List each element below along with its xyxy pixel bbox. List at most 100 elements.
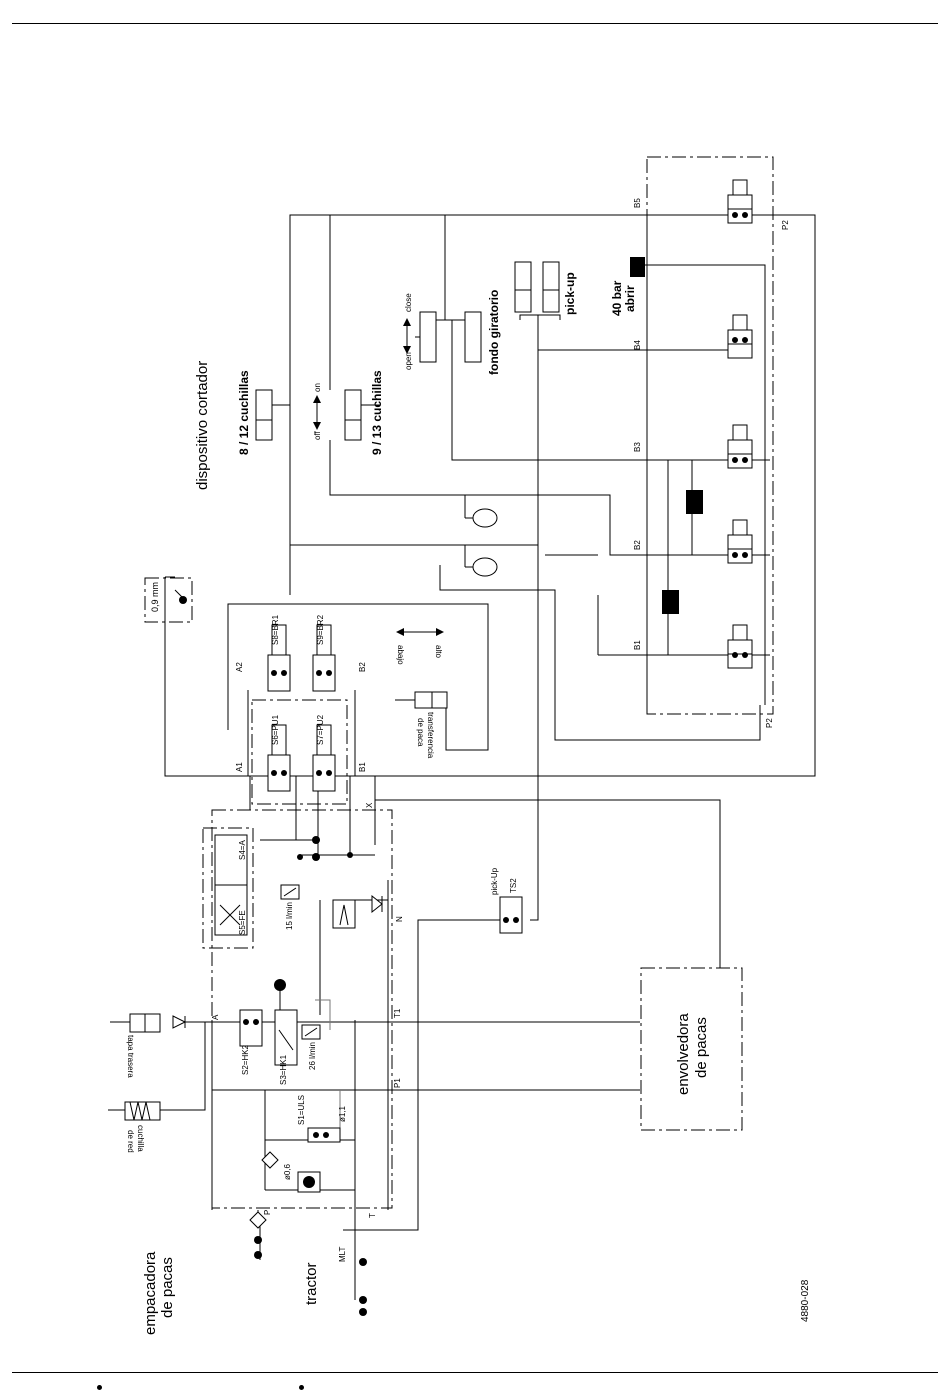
s6-pu1-label: S6=PU1 <box>271 714 280 745</box>
port-a: A <box>211 1014 220 1020</box>
cutter-device-label: dispositivo cortador <box>194 361 211 490</box>
port-p2-top: P2 <box>781 220 790 230</box>
valve-b5 <box>727 179 753 224</box>
port-p2-bottom: P2 <box>765 718 774 728</box>
tapa-trasera-label: tapa trasera <box>126 1035 135 1078</box>
port-b2: B2 <box>633 540 642 550</box>
port-b3: B3 <box>633 442 642 452</box>
phi-11-label: ø1,1 <box>338 1105 347 1122</box>
valve-b3 <box>727 424 753 469</box>
bottom-rule <box>12 1372 938 1373</box>
port-b1: B1 <box>633 640 642 650</box>
node-hk <box>274 979 286 991</box>
flow-valve-26 <box>301 1024 321 1040</box>
accumulators <box>464 495 498 577</box>
envolvedora-label-1: envolvedora <box>675 1013 692 1095</box>
port-a2: A2 <box>235 662 244 672</box>
coupler-p-1 <box>254 1236 262 1244</box>
tractor-label: tractor <box>303 1262 320 1305</box>
flow-valve-15 <box>280 884 300 900</box>
empacadora-label-2: de pacas <box>159 1257 176 1318</box>
pipe-network <box>160 214 816 1300</box>
valve-s2-hk2 <box>239 1009 263 1047</box>
coupler-t-1 <box>359 1258 367 1266</box>
ts2-label: TS2 <box>509 878 518 893</box>
on-label: on <box>313 383 322 392</box>
coupler-p-2 <box>254 1251 262 1259</box>
valve-ts2 <box>499 896 523 934</box>
s5-s4-sub-group <box>202 827 254 949</box>
port-t: T <box>368 1213 377 1218</box>
envolvedora-box <box>640 967 743 1131</box>
pickup-cyl-label: pick-up <box>563 272 577 315</box>
check-valve-40bar <box>630 257 645 277</box>
valve-s9-br2 <box>312 624 336 692</box>
coupler-t-2 <box>359 1296 367 1304</box>
off-label: off <box>313 430 322 440</box>
valve-s8-br1 <box>267 624 291 692</box>
open-label: open <box>404 352 413 370</box>
empacadora-label-1: empacadora <box>142 1251 159 1335</box>
orifice-box <box>144 577 193 623</box>
return-lines <box>315 999 341 1130</box>
cyl-8-12-label: 8 / 12 cuchillas <box>237 370 251 455</box>
port-b5: B5 <box>633 198 642 208</box>
upper-valve-group <box>251 699 348 805</box>
valve-s5-s4 <box>214 834 248 936</box>
valve-b1 <box>727 624 753 669</box>
valve-s3-hk1 <box>274 1009 298 1066</box>
transferencia-label-2: de paca <box>416 718 425 747</box>
s9-br2-label: S9=BR2 <box>316 614 325 645</box>
footer-bullet-2 <box>299 1385 304 1390</box>
node-2 <box>312 853 320 861</box>
node-4 <box>347 852 353 858</box>
top-rule <box>12 23 938 24</box>
valve-block-group <box>646 156 774 715</box>
footer-bullet-1 <box>97 1385 102 1390</box>
s3-hk1-label: S3=HK1 <box>279 1054 288 1085</box>
valve-s1-uls <box>307 1127 341 1143</box>
flow-15-label: 15 l/min <box>285 902 294 930</box>
s4-a-label: S4=A <box>238 840 247 860</box>
valve-b2 <box>727 519 753 564</box>
alto-abajo-arrow <box>396 628 444 636</box>
cuchilla-de-red-cylinder <box>108 1101 161 1121</box>
port-p1: P1 <box>393 1078 402 1088</box>
s8-br1-label: S8=BR1 <box>271 614 280 645</box>
valve-s6-pu1 <box>267 724 291 792</box>
port-b2-valve: B2 <box>358 662 367 672</box>
cutter-cylinders <box>255 389 380 441</box>
transferencia-label-1: transferencia <box>426 712 435 759</box>
pickup-cylinders <box>514 261 560 313</box>
port-t1: T1 <box>393 1008 402 1018</box>
fondo-giratorio-label: fondo giratorio <box>487 290 501 375</box>
port-b1-valve: B1 <box>358 762 367 772</box>
port-p: P <box>263 1210 272 1215</box>
filter-diamond <box>261 1151 279 1169</box>
port-n: N <box>395 916 404 922</box>
orifice-09 <box>174 589 187 604</box>
filter-06 <box>297 1171 321 1193</box>
envolvedora-label-2: de pacas <box>693 1017 710 1078</box>
s7-pu2-label: S7=PU2 <box>316 714 325 745</box>
abrir-label: abrir <box>623 285 637 312</box>
filter-p <box>249 1211 267 1229</box>
alto-label: alto <box>434 645 443 658</box>
port-b4: B4 <box>633 340 642 350</box>
check-valve-a <box>172 1015 187 1029</box>
drawing-number: 4880-028 <box>800 1279 811 1322</box>
node-3 <box>297 854 303 860</box>
flow-26-label: 26 l/min <box>308 1042 317 1070</box>
port-a1: A1 <box>235 762 244 772</box>
check-valve-b2 <box>662 590 679 614</box>
phi-06-label: ø0,6 <box>283 1163 292 1180</box>
check-valve-b3 <box>686 490 703 514</box>
close-label: close <box>404 293 413 312</box>
port-x: X <box>365 802 374 808</box>
valve-s7-pu2 <box>312 724 336 792</box>
s2-hk2-label: S2=HK2 <box>241 1044 250 1075</box>
open-close-arrow <box>403 318 411 354</box>
pick-up-valve-label: pick-Up <box>490 867 499 895</box>
fondo-giratorio-cylinders <box>415 311 482 363</box>
